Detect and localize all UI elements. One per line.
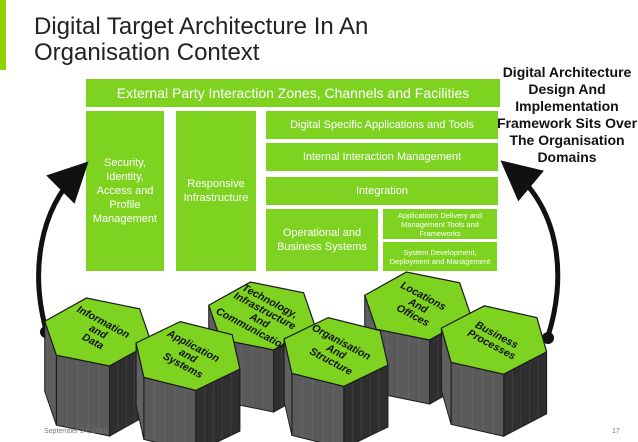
domain-hex: ApplicationandSystems [135,320,241,442]
hex-side-face [55,354,111,437]
hex-top-face [44,297,152,367]
hex-side-face [450,361,505,437]
right-arrow-dot [542,332,554,344]
hex-top-face [208,281,316,351]
external-interaction-box: External Party Interaction Zones, Channe… [86,79,500,107]
hex-top-face [135,320,241,392]
side-note: Digital Architecture Design And Implemen… [496,64,638,165]
footer-date: September 24, 2018 [44,428,108,435]
slide-title: Digital Target Architecture In An Organi… [34,13,369,66]
operational-systems-box: Operational and Business Systems [266,209,378,271]
hex-top-face [440,305,548,375]
domain-hex: BusinessProcesses [440,305,548,438]
security-identity-box: Security, Identity, Access and Profile M… [86,111,164,271]
system-development-box: System Development, Deployment and Manag… [383,242,497,271]
app-delivery-box: Applications Delivery and Management Too… [383,209,497,239]
page-number: 17 [612,428,620,435]
left-arrow-icon [36,161,89,331]
hex-top-face [283,316,389,388]
accent-bar [0,0,6,70]
right-arrow-icon [500,160,561,337]
integration-box: Integration [266,177,498,205]
domain-hex: InformationandData [44,297,152,437]
hex-top-face [364,271,472,341]
internal-interaction-box: Internal Interaction Management [266,143,498,171]
domain-hex: OrganisationAndStructure [283,316,389,442]
digital-apps-box: Digital Specific Applications and Tools [266,111,498,139]
responsive-infrastructure-box: Responsive Infrastructure [176,111,256,271]
